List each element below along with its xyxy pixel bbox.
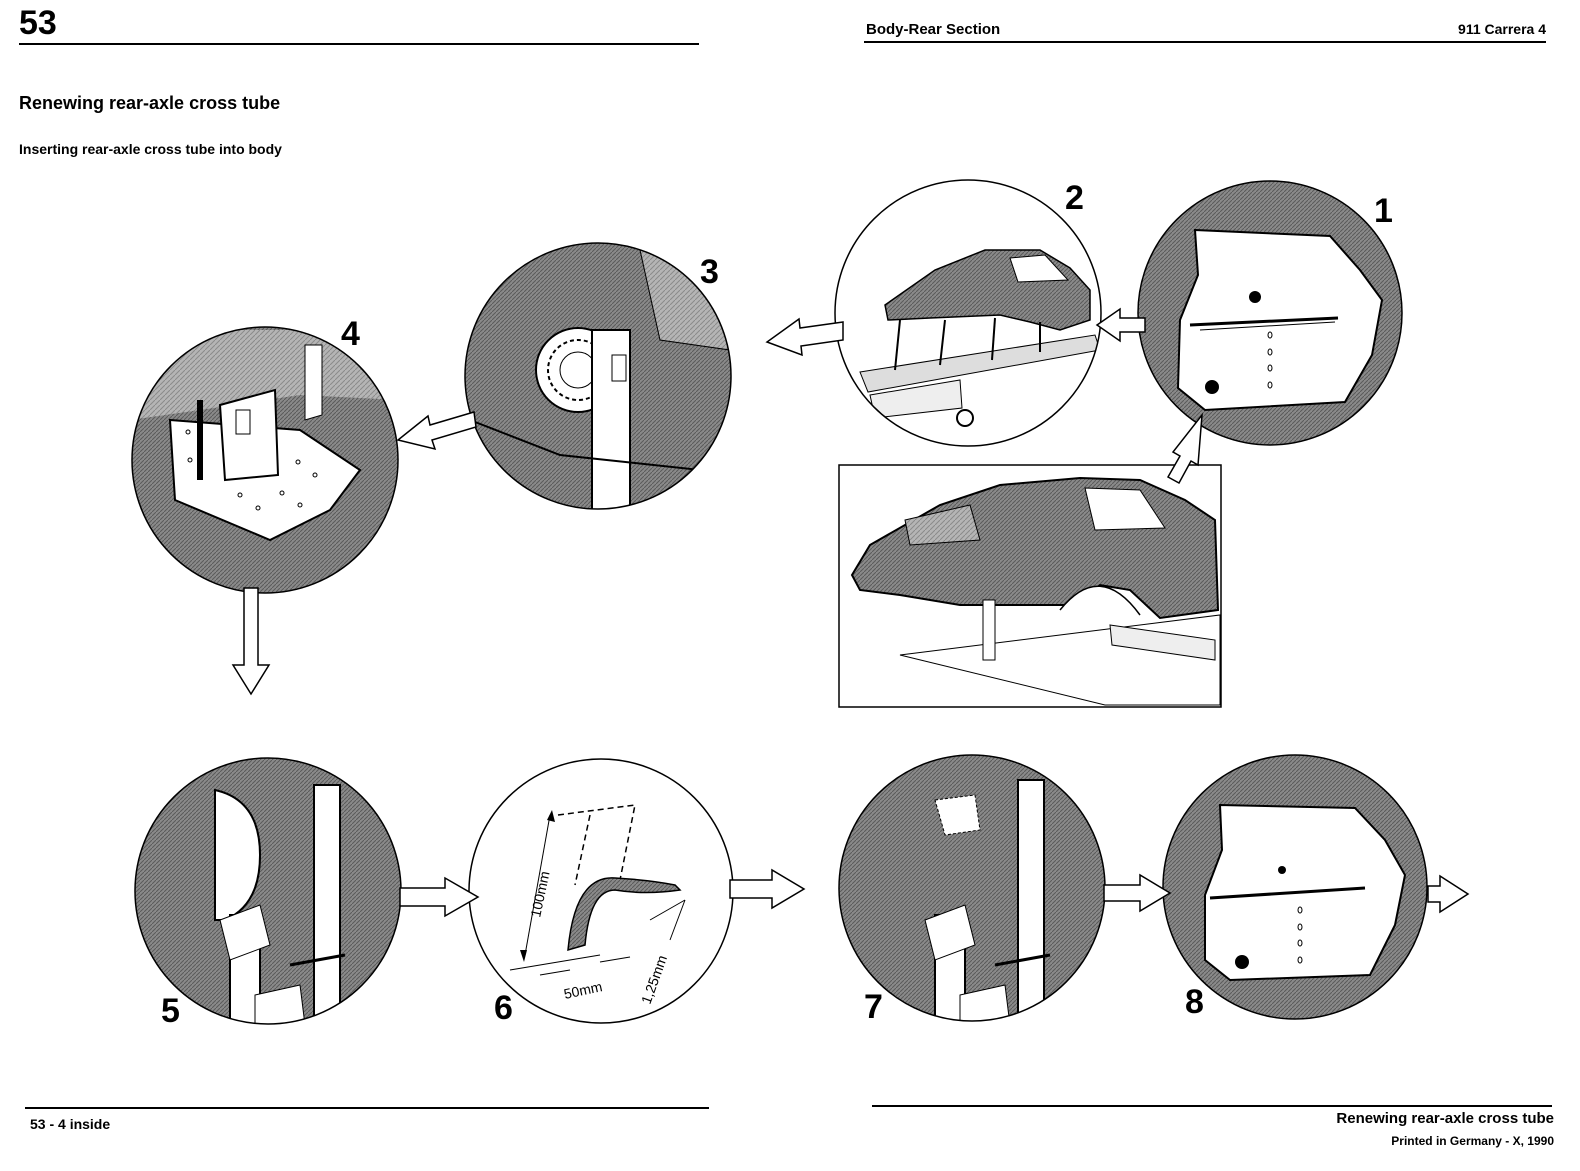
header-rule-left xyxy=(19,43,699,45)
section-title: Body-Rear Section xyxy=(866,21,1001,38)
flow-arrows xyxy=(231,307,1470,918)
model-name: 911 Carrera 4 xyxy=(1458,21,1546,37)
dimension-width: 50mm xyxy=(562,978,603,1002)
chapter-number: 53 xyxy=(19,4,57,42)
figure-6-circle: 100mm 50mm 1,25mm xyxy=(468,758,734,1024)
figure-4-circle xyxy=(132,327,398,593)
page-number: 53 - 4 inside xyxy=(30,1116,111,1132)
figure-1-circle xyxy=(1138,181,1402,445)
figure-label-2: 2 xyxy=(1065,179,1084,217)
figure-7-circle xyxy=(839,755,1105,1021)
figure-5-circle xyxy=(135,758,401,1024)
figure-8-circle xyxy=(1163,755,1427,1019)
figure-numbers: 1 2 3 4 5 6 7 8 xyxy=(161,179,1393,1030)
header-rule-right xyxy=(864,41,1546,43)
figure-label-8: 8 xyxy=(1185,983,1204,1021)
page-title: Renewing rear-axle cross tube xyxy=(19,93,281,113)
page-subtitle: Inserting rear-axle cross tube into body xyxy=(19,141,282,157)
car-lift-illustration xyxy=(838,464,1222,708)
figure-3-circle xyxy=(465,243,731,509)
figure-label-5: 5 xyxy=(161,992,180,1030)
figure-label-3: 3 xyxy=(700,253,719,291)
figure-label-7: 7 xyxy=(864,988,883,1026)
footer-rule-right xyxy=(872,1105,1552,1107)
figure-label-1: 1 xyxy=(1374,192,1393,230)
figure-2-circle xyxy=(835,180,1101,446)
footer-topic: Renewing rear-axle cross tube xyxy=(1336,1110,1554,1127)
figure-label-6: 6 xyxy=(494,989,513,1027)
footer-rule-left xyxy=(25,1107,709,1109)
figure-label-4: 4 xyxy=(341,315,360,353)
footer-printed: Printed in Germany - X, 1990 xyxy=(1391,1134,1554,1148)
